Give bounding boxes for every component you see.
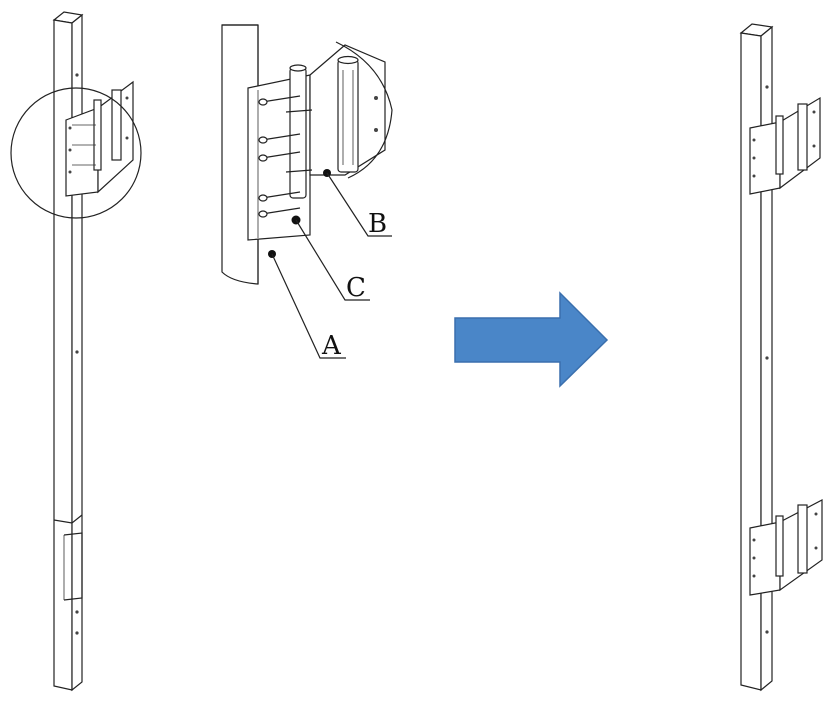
- right-arrow-icon: [454, 291, 609, 388]
- left-post: [52, 11, 84, 692]
- detail-circle: [10, 87, 142, 219]
- right-upper-hinge: [749, 96, 821, 195]
- callout-label-c: C: [346, 273, 366, 303]
- leader-line-a: [271, 253, 346, 359]
- right-lower-hinge: [749, 499, 823, 596]
- detail-view: A B C: [221, 24, 393, 361]
- leader-line-b: [326, 172, 392, 237]
- callout-label-a: A: [321, 331, 342, 361]
- callout-label-b: B: [368, 209, 387, 239]
- screws: [258, 95, 378, 218]
- leader-line-c: [295, 219, 370, 301]
